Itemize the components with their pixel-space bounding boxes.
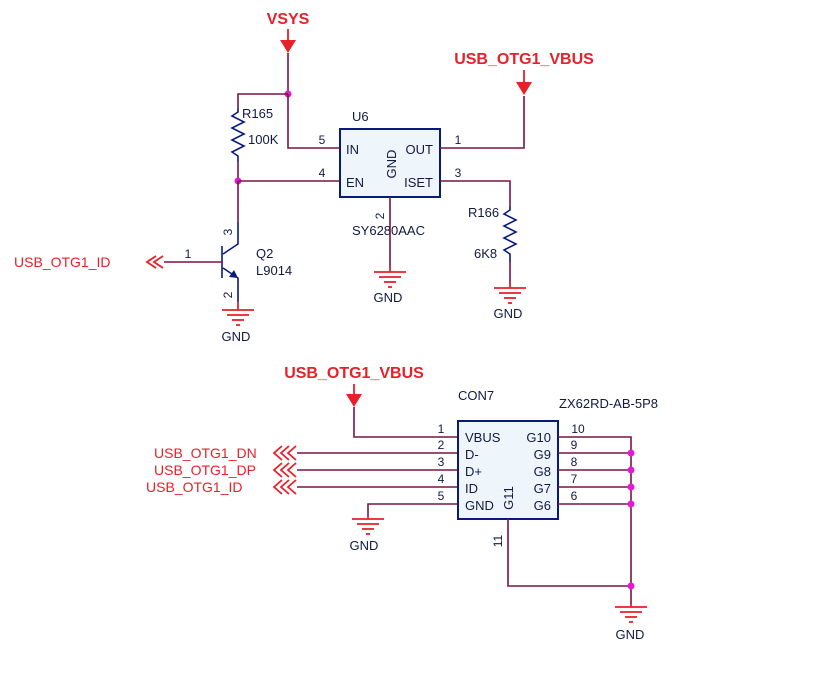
wire-vsys-in bbox=[287, 94, 340, 149]
q2-collector bbox=[222, 222, 239, 255]
usb-otg1-vbus-power-port-top[interactable]: USB_OTG1_VBUS bbox=[454, 51, 594, 95]
con7-pin-num-11: 11 bbox=[491, 534, 505, 547]
vsys-label: VSYS bbox=[267, 11, 310, 28]
power-arrow-icon bbox=[516, 82, 532, 95]
usb-otg1-dp-label: USB_OTG1_DP bbox=[154, 462, 256, 478]
wire-con-gnd bbox=[367, 503, 458, 516]
con7-pin-num-6: 6 bbox=[571, 489, 578, 503]
q2-part: L9014 bbox=[256, 263, 292, 278]
transistor-q2[interactable]: Q2 L9014 1 3 2 bbox=[185, 222, 293, 302]
con7-ref: CON7 bbox=[458, 388, 494, 403]
wire-vsys-r165 bbox=[237, 93, 288, 108]
con7-pin-num-5: 5 bbox=[438, 489, 445, 503]
wire-iset bbox=[440, 180, 511, 206]
u6-pin-in: IN bbox=[346, 142, 359, 157]
gnd-symbol-con7-right: GND bbox=[615, 604, 647, 642]
vsys-power-port[interactable]: VSYS bbox=[267, 11, 310, 53]
q2-pin-num-2: 2 bbox=[221, 291, 235, 298]
usb-otg1-id-label: USB_OTG1_ID bbox=[146, 479, 242, 495]
wire-g11 bbox=[507, 519, 631, 587]
u6-pin-num-1: 1 bbox=[455, 133, 462, 147]
con7-pin-dplus: D+ bbox=[465, 464, 482, 479]
r165-value: 100K bbox=[248, 132, 279, 147]
gnd-symbol-con7-left: GND bbox=[350, 516, 384, 553]
con7-pin-dminus: D- bbox=[465, 447, 479, 462]
usb-otg1-dn-label: USB_OTG1_DN bbox=[154, 445, 257, 461]
usb-otg1-vbus-label: USB_OTG1_VBUS bbox=[284, 365, 424, 382]
con7-pin-num-10: 10 bbox=[571, 422, 585, 436]
u6-part: SY6280AAC bbox=[352, 223, 425, 238]
gnd-label: GND bbox=[374, 290, 403, 305]
con7-pin-num-1: 1 bbox=[438, 422, 445, 436]
con7-pin-num-3: 3 bbox=[438, 455, 445, 469]
wire-vbus-con bbox=[353, 407, 458, 438]
con7-pin-g9: G9 bbox=[534, 447, 551, 462]
resistor-r165[interactable]: R165 100K bbox=[230, 106, 279, 162]
usb-otg1-vbus-power-port-bottom[interactable]: USB_OTG1_VBUS bbox=[284, 365, 424, 407]
con7-pin-vbus: VBUS bbox=[465, 430, 501, 445]
junction-dot bbox=[627, 582, 635, 590]
gnd-symbol-q2: GND bbox=[222, 302, 254, 344]
u6-pin-iset: ISET bbox=[404, 175, 433, 190]
u6-pin-num-2: 2 bbox=[373, 212, 387, 219]
u6-pin-out: OUT bbox=[406, 142, 434, 157]
u6-pin-num-5: 5 bbox=[319, 133, 326, 147]
con7-pin-num-8: 8 bbox=[571, 455, 578, 469]
con7-pin-g10: G10 bbox=[526, 430, 551, 445]
u6-ref: U6 bbox=[352, 109, 369, 124]
u6-pin-num-4: 4 bbox=[319, 166, 326, 180]
con7-pin-gnd: GND bbox=[465, 498, 494, 513]
junction-dot bbox=[627, 500, 635, 508]
q2-pin-num-3: 3 bbox=[221, 228, 235, 235]
r166-ref: R166 bbox=[468, 205, 499, 220]
usb-otg1-id-label: USB_OTG1_ID bbox=[14, 254, 110, 270]
usb-otg1-vbus-label: USB_OTG1_VBUS bbox=[454, 51, 594, 68]
offsheet-usb-otg1-dp[interactable]: USB_OTG1_DP bbox=[154, 462, 297, 478]
r165-ref: R165 bbox=[242, 106, 273, 121]
con7-pin-id: ID bbox=[465, 481, 478, 496]
gnd-label: GND bbox=[616, 627, 645, 642]
con7-pin-g8: G8 bbox=[534, 464, 551, 479]
offsheet-usb-otg1-id-left[interactable]: USB_OTG1_ID bbox=[14, 254, 164, 270]
wire-out-vbus bbox=[440, 96, 525, 149]
con7-pin-num-4: 4 bbox=[438, 472, 445, 486]
q2-emitter-arrow-icon bbox=[229, 270, 238, 278]
offsheet-usb-otg1-dn[interactable]: USB_OTG1_DN bbox=[154, 445, 297, 461]
r166-value: 6K8 bbox=[474, 246, 497, 261]
gnd-label: GND bbox=[222, 329, 251, 344]
junction-dot bbox=[627, 449, 635, 457]
junction-dot bbox=[627, 466, 635, 474]
u6-pin-gnd: GND bbox=[384, 150, 399, 179]
connector-con7[interactable]: CON7 ZX62RD-AB-5P8 VBUS D- D+ ID GND 1 2… bbox=[438, 388, 658, 547]
u6-pin-num-3: 3 bbox=[455, 166, 462, 180]
con7-pin-g6: G6 bbox=[534, 498, 551, 513]
con7-pin-num-9: 9 bbox=[571, 438, 578, 452]
con7-part: ZX62RD-AB-5P8 bbox=[559, 396, 658, 411]
u6-pin-en: EN bbox=[346, 175, 364, 190]
q2-ref: Q2 bbox=[256, 246, 273, 261]
con7-pin-g7: G7 bbox=[534, 481, 551, 496]
con7-pin-num-7: 7 bbox=[571, 472, 578, 486]
con7-pin-num-2: 2 bbox=[438, 438, 445, 452]
gnd-symbol-u6: GND bbox=[374, 268, 406, 305]
power-arrow-icon bbox=[346, 394, 362, 407]
gnd-symbol-r166: GND bbox=[494, 284, 526, 321]
wire-shield-bus bbox=[558, 436, 632, 604]
offsheet-usb-otg1-id-bottom[interactable]: USB_OTG1_ID bbox=[146, 479, 297, 495]
resistor-r166[interactable]: R166 6K8 bbox=[468, 205, 518, 262]
q2-pin-num-1: 1 bbox=[185, 247, 192, 261]
gnd-label: GND bbox=[494, 306, 523, 321]
power-arrow-icon bbox=[280, 40, 296, 53]
con7-pin-g11: G11 bbox=[501, 486, 516, 510]
gnd-label: GND bbox=[350, 538, 379, 553]
con7-body bbox=[457, 420, 559, 520]
junction-dot bbox=[627, 483, 635, 491]
